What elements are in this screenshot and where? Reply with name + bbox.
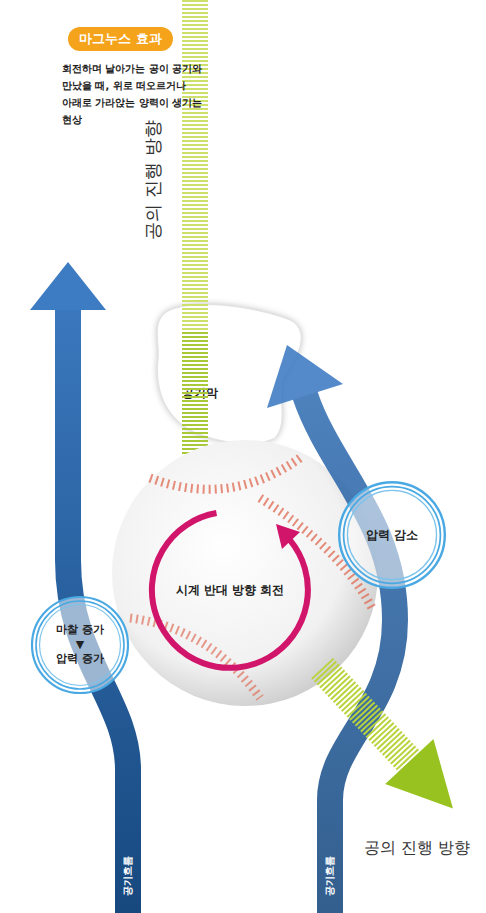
- title-tag: 마그누스 효과: [68, 27, 173, 51]
- air-flow-left-head: [30, 262, 106, 310]
- direction-bar-top: [182, 0, 208, 330]
- node-text: 압력 감소: [366, 527, 418, 543]
- pressure-circle: 마찰 증가▼압력 증가: [30, 595, 130, 695]
- node-text: 시계 반대 방향 회전: [176, 582, 285, 598]
- node-text: 마찰 증가: [56, 623, 104, 638]
- direction-label: 공의 진행 방향: [141, 120, 165, 239]
- air-flow-label: 공기흐름: [121, 856, 135, 896]
- direction-bar-bottom: [182, 330, 208, 455]
- direction-label: 공의 진행 방향: [364, 838, 470, 859]
- description-note: 회전하며 날아가는 공이 공기와 만났을 때, 위로 떠오르거나 아래로 가라앉…: [62, 60, 204, 128]
- ball-direction-head: [385, 739, 477, 831]
- air-flow-label: 공기흐름: [323, 856, 337, 896]
- node-text: ▼: [76, 638, 84, 653]
- node-text: 압력 증가: [56, 652, 104, 667]
- pressure-circle: 압력 감소: [337, 480, 447, 590]
- ball-direction-band: [311, 658, 423, 775]
- ball-direction-arrow: [298, 645, 477, 830]
